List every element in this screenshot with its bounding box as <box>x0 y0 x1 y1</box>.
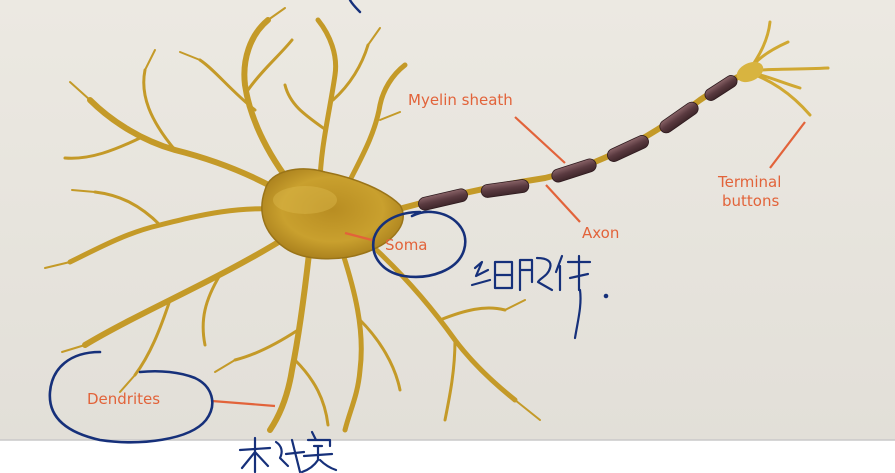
page-bottom-strip <box>0 440 895 473</box>
label-soma: Soma <box>385 236 428 254</box>
label-myelin-sheath: Myelin sheath <box>408 91 513 109</box>
dendrites-branches <box>44 7 541 433</box>
ink-top-mark <box>348 0 362 14</box>
label-terminal-line1: Terminal <box>717 173 781 191</box>
ink-note-dendrites <box>238 430 338 473</box>
ink-circle-soma <box>371 210 467 279</box>
handwritten-annotations <box>48 0 609 473</box>
label-terminal-line2: buttons <box>722 192 779 210</box>
terminal-hub <box>736 61 764 83</box>
label-pointers <box>211 116 806 408</box>
ink-note-soma <box>470 254 609 340</box>
myelin-sheath-segments <box>418 75 738 211</box>
soma-body <box>261 168 404 260</box>
ink-circle-dendrites <box>48 350 214 444</box>
label-axon: Axon <box>582 224 619 242</box>
soma-highlight <box>273 186 337 214</box>
label-dendrites: Dendrites <box>87 390 160 408</box>
